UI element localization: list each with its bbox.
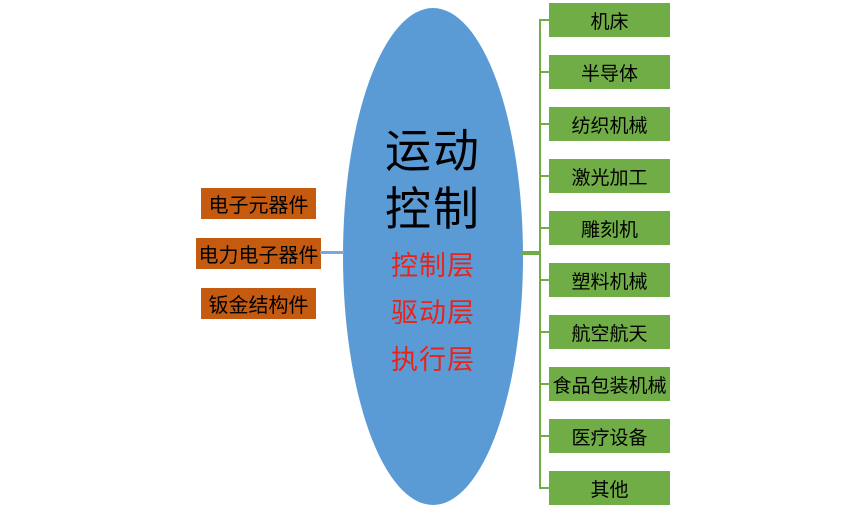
right-connector-stub [541,227,549,229]
layer-label-drive: 驱动层 [391,298,475,328]
right-box: 激光加工 [549,159,670,193]
right-box: 纺织机械 [549,107,670,141]
layer-label-execute: 执行层 [391,345,475,375]
right-box: 半导体 [549,55,670,89]
right-connector-stub [541,383,549,385]
right-connector-stub [541,331,549,333]
right-box: 航空航天 [549,315,670,349]
right-box: 机床 [549,3,670,37]
right-bracket-line [539,19,541,489]
right-box: 医疗设备 [549,419,670,453]
right-connector-stub [541,487,549,489]
right-connector-stub [541,71,549,73]
right-connector-stub [541,175,549,177]
ellipse-title-line-2: 控制 [385,183,481,235]
right-connector-line [521,251,540,255]
left-column: 电子元器件电力电子器件钣金结构件 [196,188,321,338]
left-box: 钣金结构件 [201,288,316,319]
layer-label-control: 控制层 [391,251,475,281]
right-box: 其他 [549,471,670,505]
right-box: 塑料机械 [549,263,670,297]
right-connector-stub [541,435,549,437]
left-box: 电子元器件 [201,188,316,219]
right-connector-stub [541,123,549,125]
ellipse-title-line-1: 运动 [385,125,481,177]
ellipse-layer-labels: 控制层 驱动层 执行层 [343,243,523,384]
center-ellipse [343,8,523,505]
right-connector-stub [541,19,549,21]
ellipse-title: 运动 控制 [343,122,523,238]
left-box: 电力电子器件 [196,238,321,269]
right-box: 食品包装机械 [549,367,670,401]
right-box: 雕刻机 [549,211,670,245]
right-connector-stub [541,279,549,281]
left-connector-line [320,251,344,254]
